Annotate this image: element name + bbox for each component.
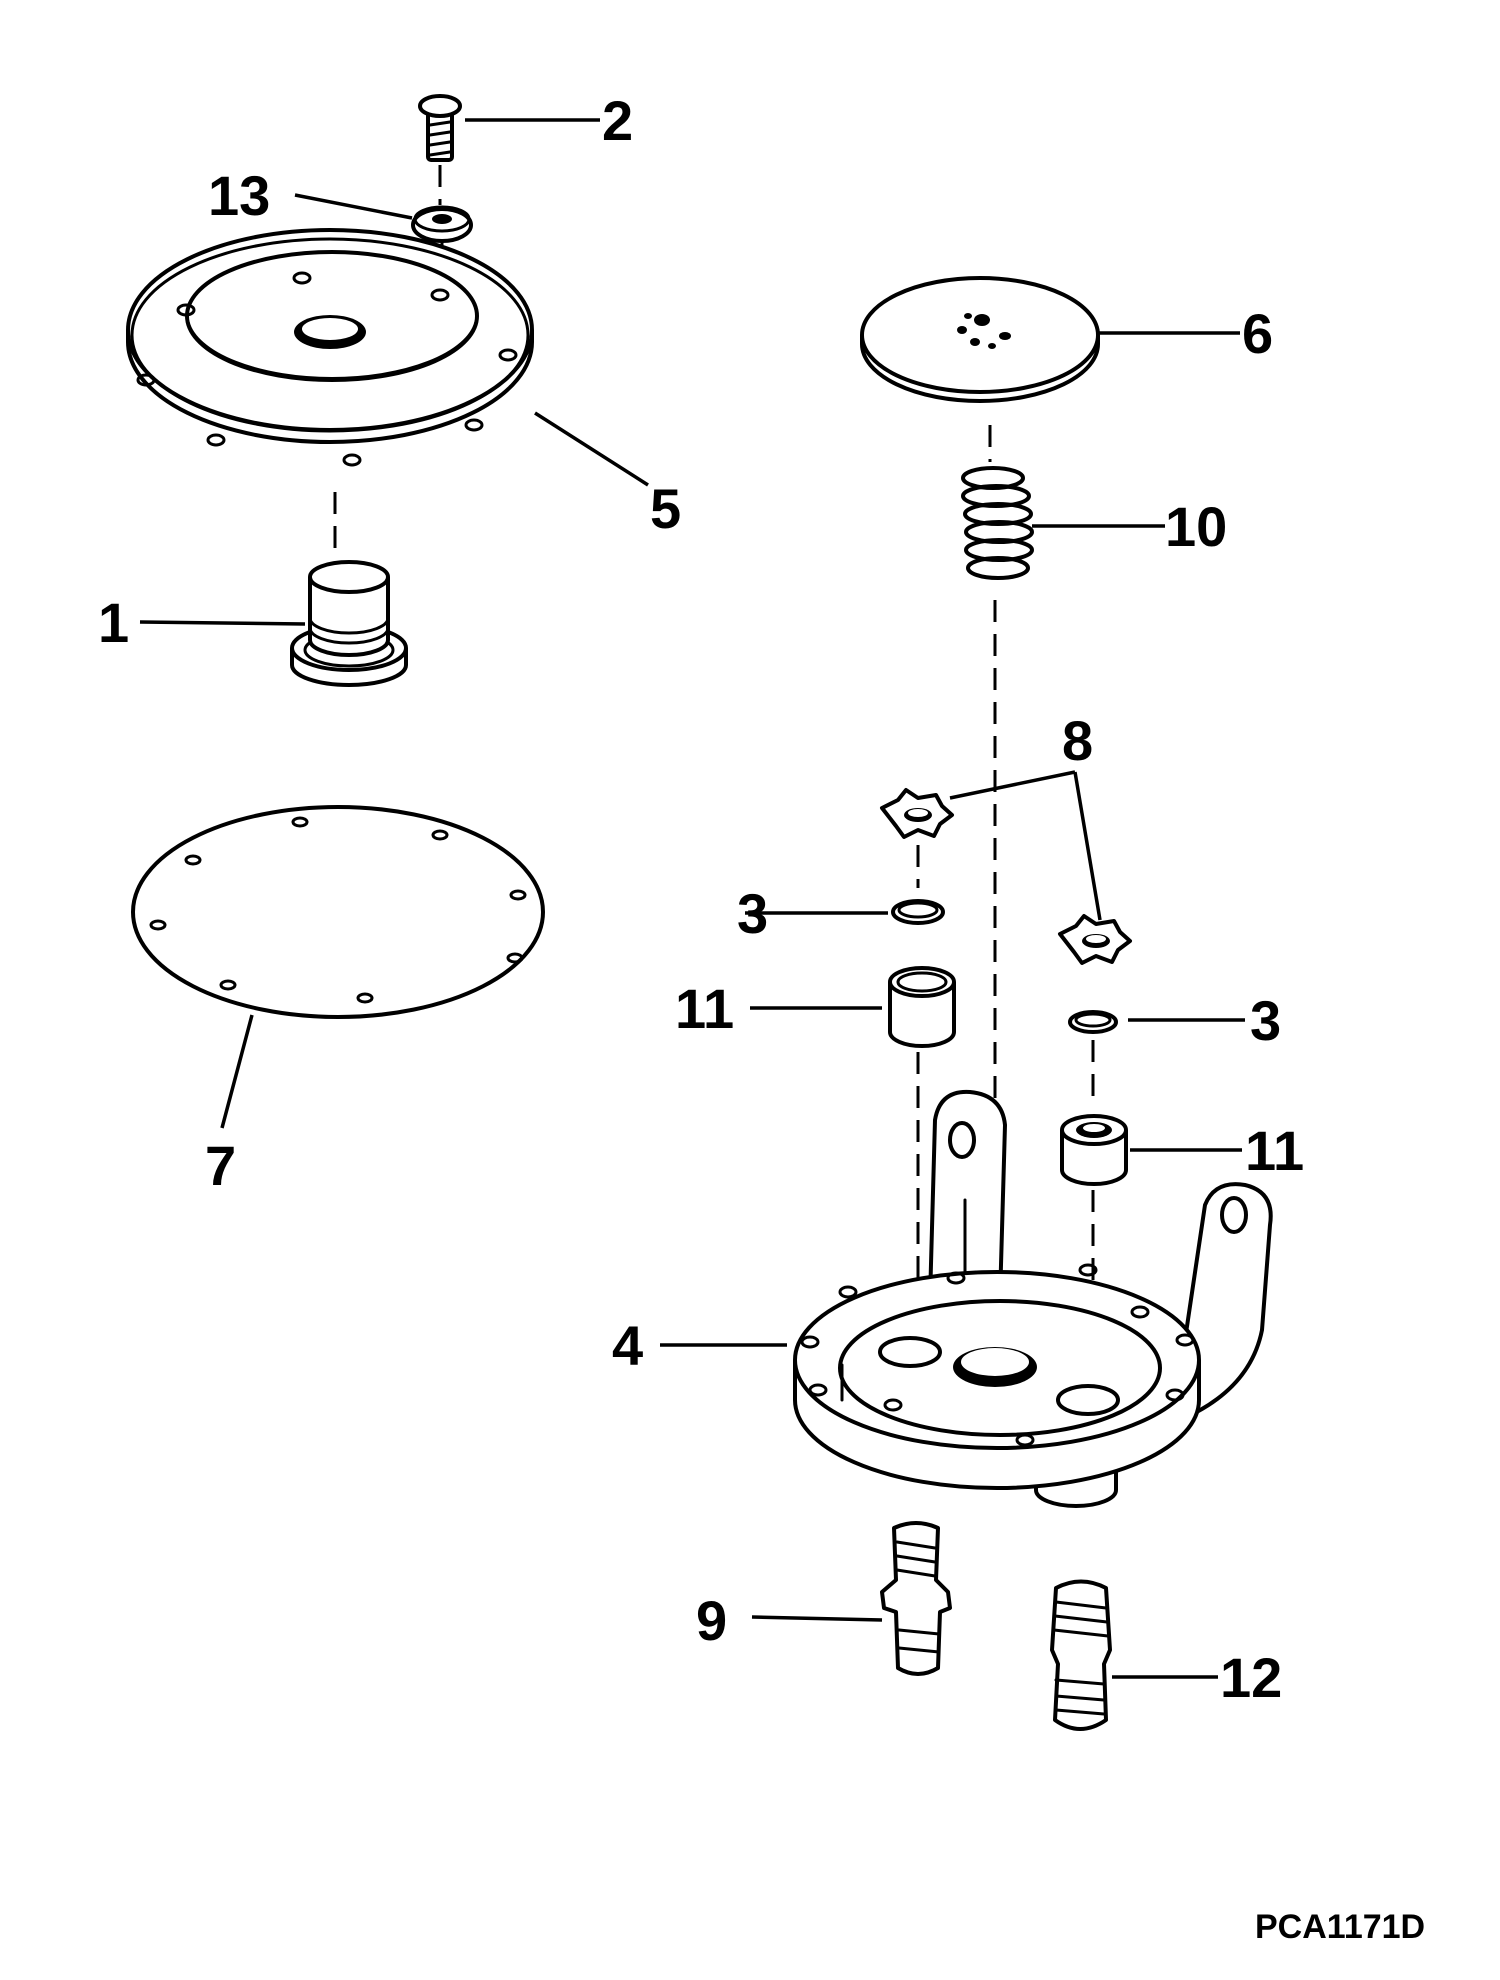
part-plunger xyxy=(290,560,408,687)
part-screw xyxy=(418,94,462,162)
part-valve-cup-right xyxy=(1060,1114,1128,1186)
part-o-ring-left xyxy=(891,899,945,925)
part-o-ring-right xyxy=(1068,1010,1118,1034)
callout-label: 2 xyxy=(602,89,633,152)
callout-label: 7 xyxy=(205,1134,236,1197)
part-hose-fitting-left xyxy=(880,1521,952,1676)
callout-label: 9 xyxy=(696,1589,727,1652)
leader-lines xyxy=(139,118,1245,1679)
callout-label: 3 xyxy=(737,882,768,945)
callout-label: 10 xyxy=(1165,495,1227,558)
callout-label: 12 xyxy=(1220,1646,1282,1709)
part-gasket xyxy=(131,805,545,1019)
callout-label: 8 xyxy=(1062,709,1093,772)
part-pump-body xyxy=(793,1089,1273,1508)
part-retainer-left xyxy=(880,788,954,839)
callout-label: 3 xyxy=(1250,989,1281,1052)
callout-label: 4 xyxy=(612,1314,643,1377)
part-washer xyxy=(411,205,473,243)
callout-label: 11 xyxy=(1245,1119,1304,1182)
callout-label: 11 xyxy=(675,977,734,1040)
part-retainer-right xyxy=(1058,914,1132,965)
callout-label: 6 xyxy=(1242,302,1273,365)
callout-label: 1 xyxy=(98,591,129,654)
callout-label: 13 xyxy=(208,164,270,227)
figure-code: PCA1171D xyxy=(1255,1908,1425,1946)
part-cover xyxy=(126,228,534,467)
callout-labels: 1 2 3 3 4 5 6 7 8 9 10 11 11 12 13 xyxy=(98,89,1304,1709)
callout-label: 5 xyxy=(650,477,681,540)
part-disc xyxy=(860,276,1100,403)
part-spring xyxy=(961,466,1034,580)
part-hose-fitting-right xyxy=(1050,1579,1112,1731)
part-valve-cup-left xyxy=(888,966,956,1048)
